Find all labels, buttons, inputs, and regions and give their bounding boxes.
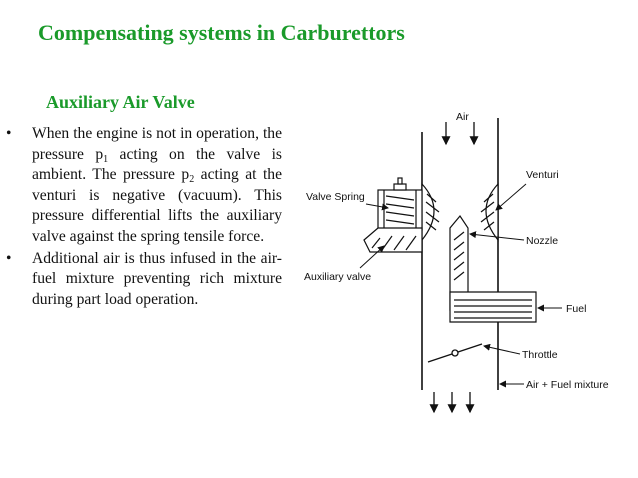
throttle-plate [427, 343, 483, 363]
nozzle-and-fuel-tube [449, 214, 537, 323]
bullet-marker: • [6, 125, 12, 142]
bullet-marker: • [6, 249, 12, 267]
label-air: Air [456, 111, 469, 123]
label-mixture: Air + Fuel mixture [526, 379, 609, 391]
venturi-shape [421, 182, 499, 242]
mixture-outlet-arrows [429, 392, 475, 414]
leader-nozzle [469, 231, 525, 241]
label-nozzle: Nozzle [526, 235, 558, 247]
slide-subtitle: Auxiliary Air Valve [46, 92, 195, 112]
leader-venturi [495, 183, 527, 211]
leader-auxiliary-valve [359, 245, 385, 269]
bullet-item-1: • When the engine is not in operation, t… [6, 125, 282, 245]
auxiliary-valve-assembly [363, 177, 423, 253]
slide-title: Compensating systems in Carburettors [38, 20, 405, 45]
label-valve-spring: Valve Spring [306, 191, 365, 203]
bullet-item-2: • Additional air is thus infused in the … [6, 249, 282, 308]
label-fuel: Fuel [566, 303, 586, 315]
label-venturi: Venturi [526, 169, 559, 181]
leader-throttle [483, 343, 521, 355]
label-auxiliary-valve: Auxiliary valve [304, 271, 371, 283]
leader-valve-spring [365, 203, 389, 211]
bullet-list: • When the engine is not in operation, t… [6, 124, 282, 311]
air-inlet-arrows [441, 122, 479, 146]
label-throttle: Throttle [522, 349, 558, 361]
carburettor-diagram: Air [300, 100, 632, 430]
